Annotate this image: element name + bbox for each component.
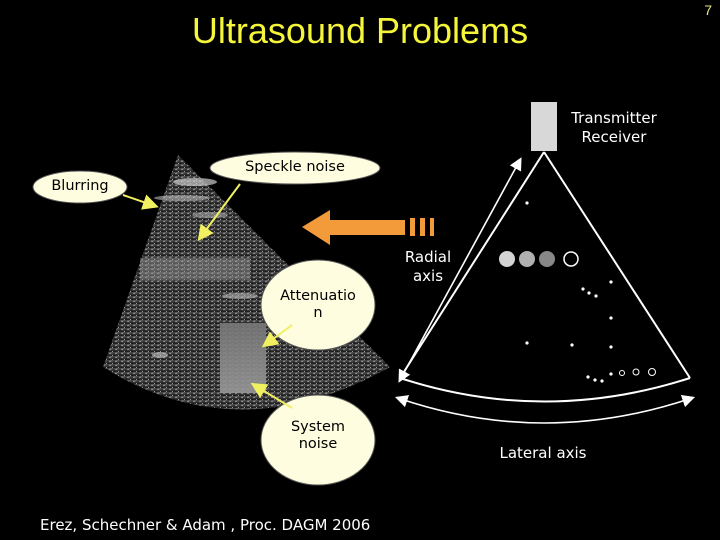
label-receiver: Receiver [581,127,647,146]
big-orange-arrow [302,210,434,245]
radial-axis-arrow [398,157,522,383]
arrow-system-noise [250,382,293,409]
scatterer-points [499,201,656,383]
transducer-icon [531,102,557,151]
label-radial-axis-line2: axis [412,266,444,285]
label-speckle-noise: Speckle noise [245,159,345,175]
label-attenuation: Attenuatio n [261,288,375,323]
fan-right-edge [543,151,691,379]
arrow-blurring [122,194,159,210]
label-transmitter-receiver: Transmitter Receiver [562,109,666,147]
bubble-speckle [209,151,381,185]
label-blurring: Blurring [51,178,109,194]
slide-title: Ultrasound Problems [191,10,529,51]
fan-arc [399,377,691,403]
bubble-blurring [32,170,128,204]
arrow-speckle [197,183,241,242]
citation: Erez, Schechner & Adam , Proc. DAGM 2006 [40,516,371,534]
label-attenuation-line1: Attenuatio [280,288,356,304]
label-attenuation-line2: n [313,305,323,322]
label-system-noise-line1: System [290,419,346,435]
lateral-axis-arrow [394,395,696,424]
arrow-attenuation [261,324,293,348]
label-radial-axis-line1: Radial [404,248,452,266]
label-radial-axis: Radial axis [396,248,460,286]
page-number: 7 [704,2,712,18]
label-transmitter: Transmitter [571,109,657,127]
system-noise-region [220,323,266,393]
label-lateral-axis: Lateral axis [499,444,587,462]
label-system-noise-line2: noise [298,436,338,453]
bubble-system-noise [260,394,376,486]
label-system-noise: System noise [261,419,375,454]
